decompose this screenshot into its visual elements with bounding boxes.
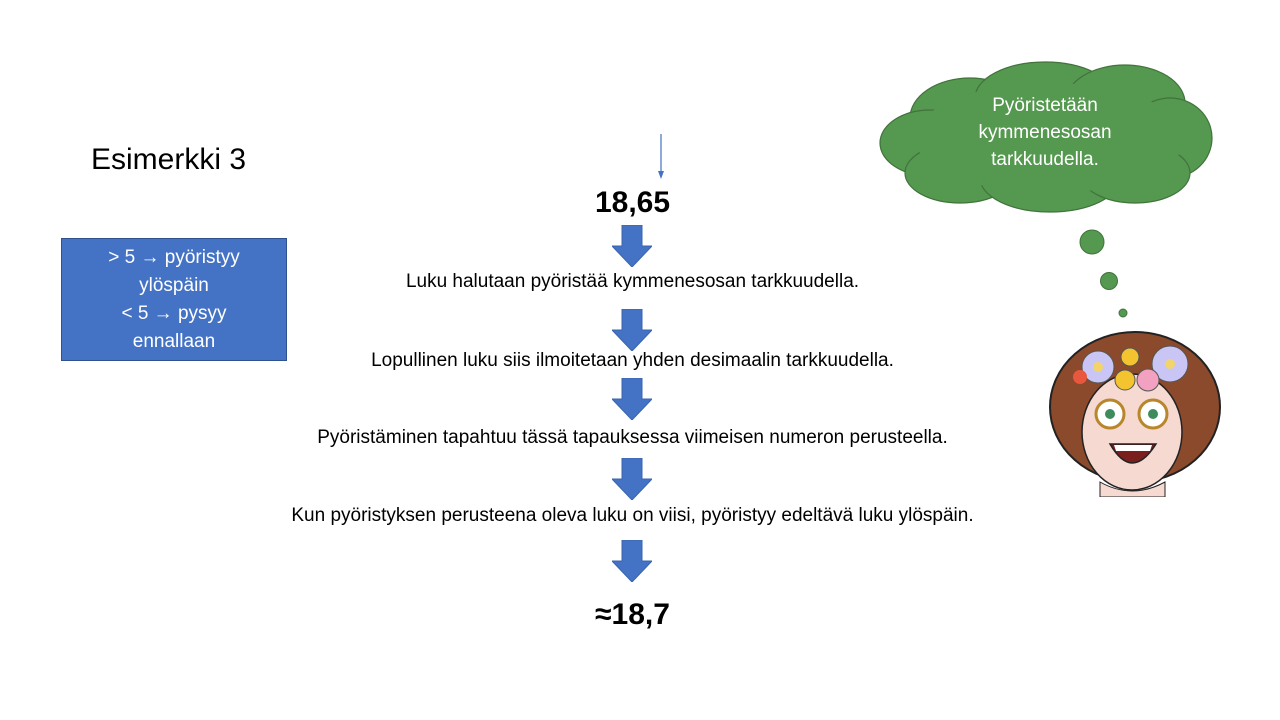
rule-line: ylöspäin — [139, 274, 209, 296]
slide-title: Esimerkki 3 — [91, 143, 247, 176]
thought-text: Pyöristetään kymmenesosan tarkkuudella. — [925, 92, 1165, 173]
step-text: Lopullinen luku siis ilmoitetaan yhden d… — [371, 350, 894, 371]
step-text: Luku halutaan pyöristää kymmenesosan tar… — [405, 271, 860, 292]
step-text: Kun pyöristyksen perusteena oleva luku o… — [291, 505, 974, 526]
step-text: Pyöristäminen tapahtuu tässä tapauksessa… — [317, 427, 948, 448]
start-number: 18,65 — [594, 186, 671, 219]
result-number: ≈18,7 — [595, 598, 670, 631]
thought-cloud — [879, 61, 1213, 213]
pointer-arrow-icon — [658, 134, 664, 179]
rounding-rule-box: > 5 → pyöristyy ylöspäin < 5 → pysyy enn… — [61, 238, 287, 361]
thought-bubble-dots — [1079, 229, 1128, 318]
thought-line: Pyöristetään — [992, 95, 1098, 116]
down-arrow-icon — [612, 309, 652, 351]
down-arrow-icon — [612, 378, 652, 420]
rule-line: ennallaan — [132, 330, 216, 352]
rule-line: > 5 → pyöristyy — [108, 246, 240, 268]
down-arrow-icon — [612, 225, 652, 267]
down-arrow-icon — [612, 540, 652, 582]
thought-line: kymmenesosan — [978, 122, 1112, 143]
avatar-illustration — [1049, 331, 1221, 497]
thought-line: tarkkuudella. — [991, 149, 1099, 170]
down-arrow-icon — [612, 458, 652, 500]
rule-line: < 5 → pysyy — [121, 302, 227, 324]
